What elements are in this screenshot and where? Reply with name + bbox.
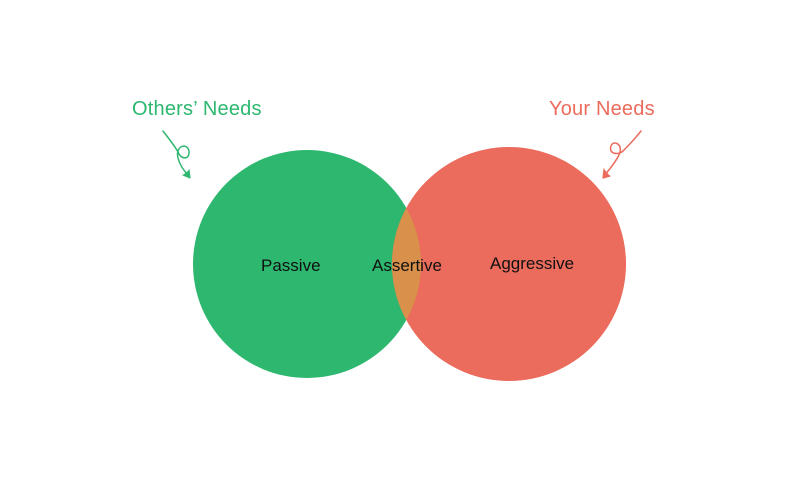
your-needs-circle xyxy=(392,147,626,381)
others-needs-circle xyxy=(193,150,421,378)
others-needs-arrow-icon xyxy=(162,130,191,179)
assertive-label: Assertive xyxy=(372,256,442,275)
aggressive-label: Aggressive xyxy=(490,254,575,273)
others-needs-label: Others’ Needs xyxy=(132,98,262,120)
your-needs-label: Your Needs xyxy=(549,98,655,120)
passive-label: Passive xyxy=(261,256,321,275)
your-needs-arrow-icon xyxy=(602,130,642,179)
